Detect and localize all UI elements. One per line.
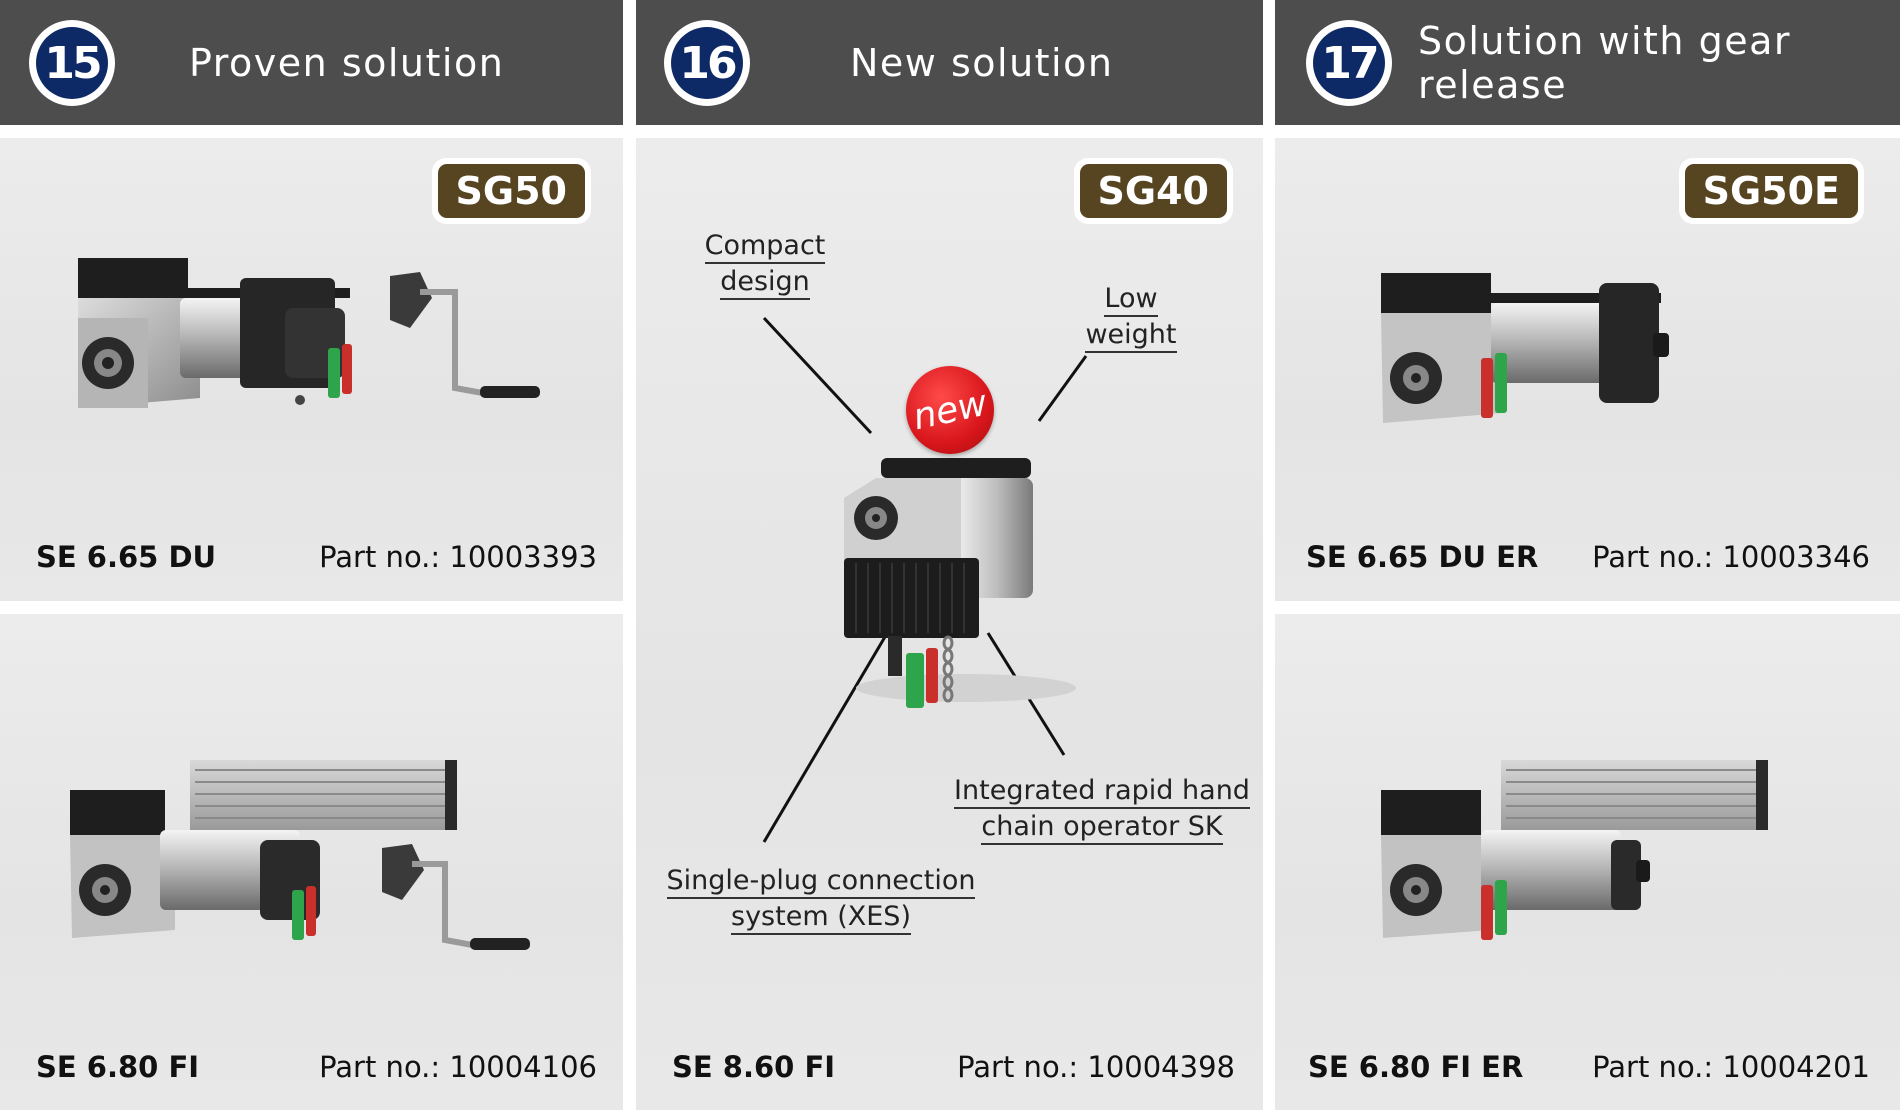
number-badge-label: 16 (671, 27, 743, 99)
operator-motor-image (78, 258, 540, 408)
product-panel-featured: SG40 (636, 138, 1263, 1110)
annotation-rapid-chain-operator: Integrated rapid hand chain operator SK (952, 773, 1252, 845)
part-number: Part no.: 10004106 (319, 1050, 597, 1084)
part-number: Part no.: 10004398 (957, 1050, 1235, 1084)
column-gear-release-solution: 17 Solution with gear release SG50E (1275, 0, 1900, 1110)
model-name: SE 6.65 DU ER (1306, 540, 1539, 574)
annotation-line: chain operator SK (981, 811, 1223, 845)
product-panel-top: SG50E SE 6.65 DU ER Part no.: 10003346 (1275, 138, 1900, 601)
number-badge: 15 (29, 20, 115, 106)
part-number: Part no.: 10003346 (1592, 540, 1870, 574)
column-header: 17 Solution with gear release (1275, 0, 1900, 125)
annotation-single-plug-connection: Single-plug connection system (XES) (656, 863, 986, 935)
column-title: Solution with gear release (1418, 18, 1791, 107)
annotation-line: design (720, 266, 810, 300)
part-number: Part no.: 10004201 (1592, 1050, 1870, 1084)
model-name: SE 6.80 FI (36, 1050, 200, 1084)
number-badge-label: 15 (36, 27, 108, 99)
series-tag-label: SG40 (1079, 164, 1227, 218)
number-badge: 16 (664, 20, 750, 106)
operator-motor-image (70, 760, 530, 950)
column-header: 15 Proven solution (0, 0, 623, 125)
series-tag-label: SG50E (1684, 164, 1858, 218)
column-title: New solution (850, 40, 1114, 85)
annotation-line: Low (1104, 283, 1158, 317)
model-name: SE 8.60 FI (672, 1050, 836, 1084)
series-tag: SG40 (1073, 158, 1233, 224)
column-header: 16 New solution (636, 0, 1263, 125)
annotation-low-weight: Low weight (1056, 281, 1206, 353)
operator-motor-image (844, 458, 1076, 708)
part-number: Part no.: 10003393 (319, 540, 597, 574)
number-badge: 17 (1306, 20, 1392, 106)
product-panel-top: SG50 (0, 138, 623, 601)
annotation-line: Integrated rapid hand (954, 775, 1250, 809)
product-panel-bottom: SE 6.80 FI ER Part no.: 10004201 (1275, 614, 1900, 1110)
operator-motor-image (1381, 760, 1768, 940)
annotation-leader-lines (762, 316, 1088, 843)
new-badge: new (906, 366, 994, 454)
annotation-line: Compact (704, 230, 826, 264)
number-badge-label: 17 (1313, 27, 1385, 99)
series-tag: SG50E (1678, 158, 1864, 224)
column-proven-solution: 15 Proven solution SG50 (0, 0, 623, 1110)
annotation-line: Single-plug connection (666, 865, 976, 899)
annotation-line: system (XES) (731, 901, 911, 935)
product-panel-bottom: SE 6.80 FI Part no.: 10004106 (0, 614, 623, 1110)
annotation-line: weight (1085, 319, 1177, 353)
annotation-compact-design: Compact design (672, 228, 858, 300)
new-badge-label: new (909, 382, 991, 438)
column-title: Proven solution (189, 40, 505, 85)
series-tag-label: SG50 (437, 164, 585, 218)
series-tag: SG50 (431, 158, 591, 224)
model-name: SE 6.65 DU (36, 540, 217, 574)
operator-motor-image (1381, 273, 1669, 423)
model-name: SE 6.80 FI ER (1308, 1050, 1524, 1084)
column-new-solution: 16 New solution SG40 (636, 0, 1263, 1110)
